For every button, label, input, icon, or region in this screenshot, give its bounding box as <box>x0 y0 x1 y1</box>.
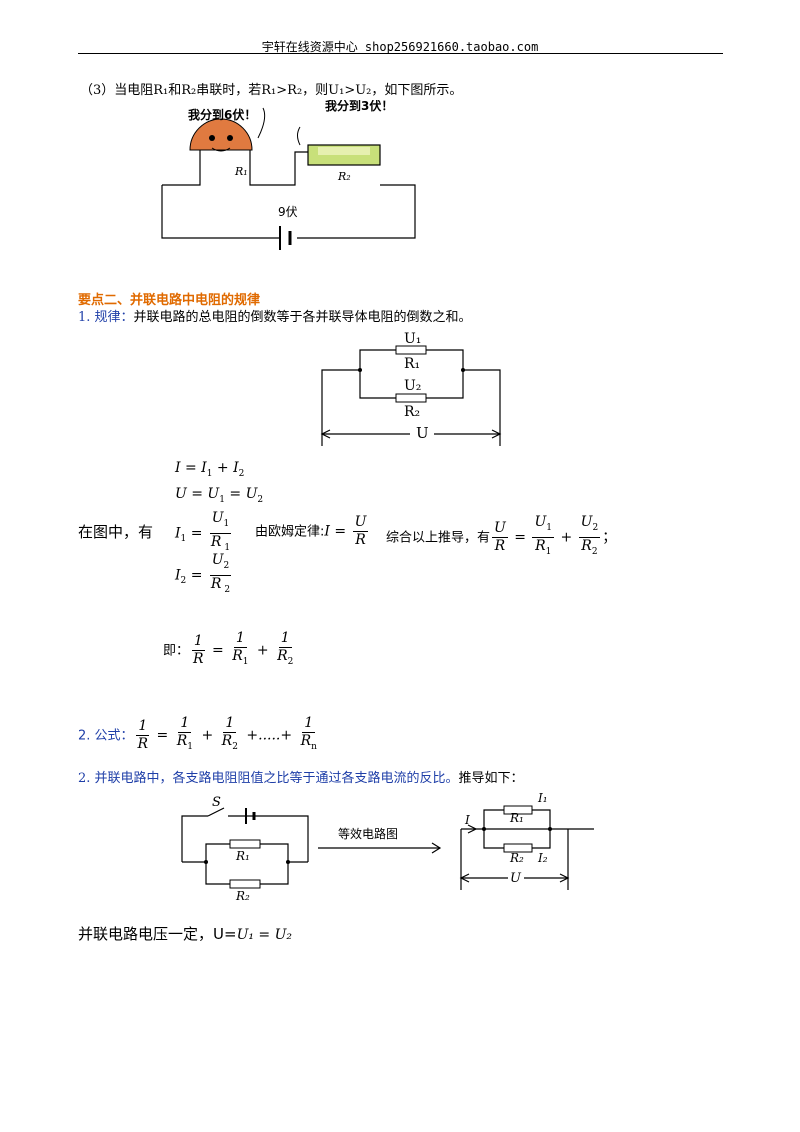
i2-label: I₂ <box>537 851 548 865</box>
battery-label: 9伏 <box>278 205 298 219</box>
section-heading: 要点二、并联电路中电阻的规律 <box>78 293 261 308</box>
voltage-eq: U₁ = U₂ <box>236 927 293 943</box>
i1-label: I₁ <box>537 792 548 805</box>
right-u-label: U <box>510 871 522 886</box>
switch-label: S <box>212 795 221 810</box>
diag-u1: U₁ <box>404 331 421 347</box>
diag-r2: R₂ <box>404 404 420 420</box>
diag-u2: U₂ <box>404 378 421 394</box>
ratio-line: 2. 并联电路中，各支路电阻阻值之比等于通过各支路电流的反比。推导如下： <box>78 770 524 788</box>
ohm-text: 由欧姆定律: <box>255 524 325 540</box>
voltage-text: 并联电路电压一定，U= <box>78 925 237 943</box>
right-r2-label: R₂ <box>509 851 524 865</box>
r2-label: R₂ <box>337 170 351 183</box>
bubble2-text: 我分到3伏！ <box>325 100 393 113</box>
diag-u: U <box>416 424 429 442</box>
eq-r1-label: R₁ <box>235 849 250 863</box>
r1-label: R₁ <box>234 165 248 178</box>
eq-r2-label: R₂ <box>235 889 250 900</box>
rule-text: 并联电路的总电阻的倒数等于各并联导体电阻的倒数之和。 <box>133 310 472 325</box>
header-divider <box>78 53 723 54</box>
diag-r1: R₁ <box>404 356 420 372</box>
rule-line: 1. 规律：并联电路的总电阻的倒数等于各并联导体电阻的倒数之和。 <box>78 309 472 327</box>
parallel-circuit-diagram: U₁ R₁ U₂ R₂ U <box>320 331 502 446</box>
semicolon: ； <box>602 529 617 546</box>
formula-label: 2. 公式： <box>78 728 134 744</box>
equiv-label: 等效电路图 <box>338 826 398 841</box>
equivalent-circuit-diagram: S R₁ R₂ 等效电路图 I I₁ R₁ R₂ I₂ U <box>181 792 594 900</box>
in-figure-text: 在图中，有 <box>78 523 154 541</box>
page-header: 宇轩在线资源中心 shop256921660.taobao.com <box>261 40 539 54</box>
series-circuit-cartoon: 我分到6伏！ 我分到3伏！ R₁ R₂ 9伏 <box>161 100 416 250</box>
ratio-label: 2. 并联电路中，各支路电阻阻值之比等于通过各支路电流的反比。 <box>78 771 459 786</box>
right-r1-label: R₁ <box>509 811 524 825</box>
combine-text: 综合以上推导，有 <box>386 530 491 546</box>
eq-current-sum: I = I1 + I2 <box>175 460 245 479</box>
i-label: I <box>464 813 470 827</box>
eq-voltage-equal: U = U1 = U2 <box>175 486 264 505</box>
ratio-tail: 推导如下： <box>458 771 524 786</box>
bubble1-text: 我分到6伏！ <box>188 107 256 122</box>
ji-text: 即： <box>163 643 190 659</box>
series-condition-text: （3）当电阻R₁和R₂串联时，若R₁>R₂，则U₁>U₂，如下图所示。 <box>80 83 463 98</box>
rule-label: 1. 规律： <box>78 310 134 325</box>
voltage-line: 并联电路电压一定，U=U₁ = U₂ <box>78 925 292 944</box>
